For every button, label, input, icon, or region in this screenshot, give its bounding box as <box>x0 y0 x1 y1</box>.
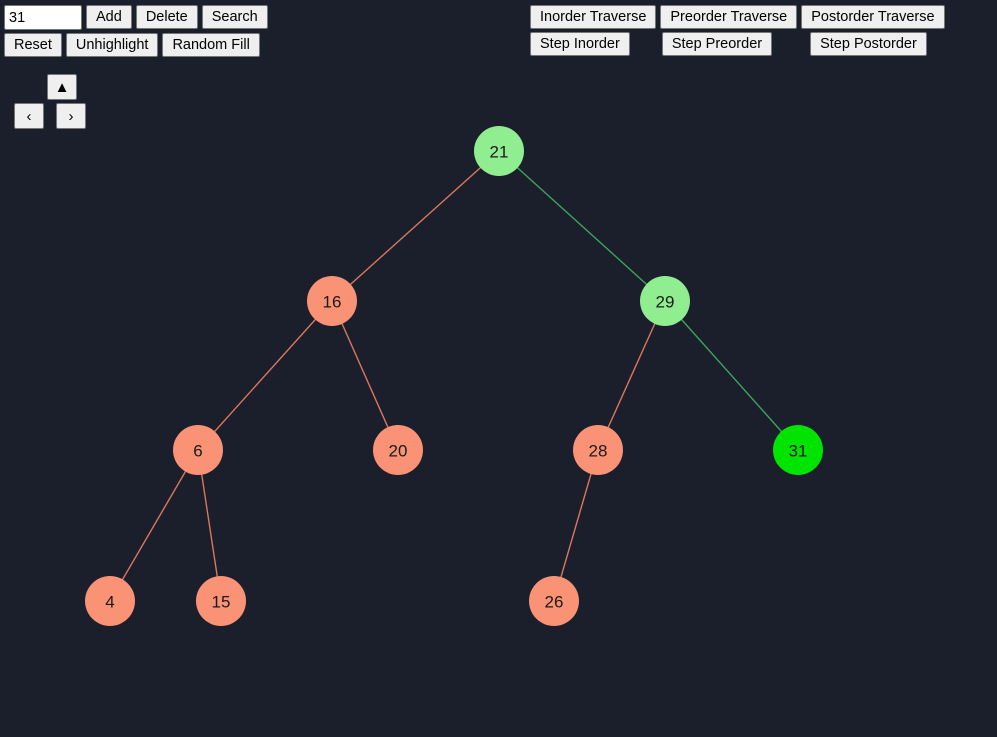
delete-button[interactable]: Delete <box>135 5 198 29</box>
nav-left-icon-button[interactable]: ‹ <box>14 103 44 129</box>
traversal-toolbar: Inorder Traverse Preorder Traverse Posto… <box>530 5 995 59</box>
nav-left-right-row: ‹ › <box>14 103 104 129</box>
postorder-traverse-button[interactable]: Postorder Traverse <box>801 5 945 29</box>
reset-button[interactable]: Reset <box>4 33 62 57</box>
tree-node-circle[interactable] <box>773 425 823 475</box>
tree-node[interactable]: 16 <box>307 276 357 326</box>
tree-edge-layer <box>109 150 799 602</box>
left-toolbar: Add Delete Search Reset Unhighlight Rand… <box>4 5 524 60</box>
step-postorder-button[interactable]: Step Postorder <box>810 32 927 56</box>
tree-node-circle[interactable] <box>307 276 357 326</box>
tree-node[interactable]: 28 <box>573 425 623 475</box>
preorder-traverse-button[interactable]: Preorder Traverse <box>660 5 798 29</box>
tree-node-circle[interactable] <box>196 576 246 626</box>
toolbar-row-secondary: Reset Unhighlight Random Fill <box>4 33 524 57</box>
tree-node-circle[interactable] <box>85 576 135 626</box>
tree-node[interactable]: 21 <box>474 126 524 176</box>
camera-nav-pad: ▲ ‹ › <box>14 74 104 129</box>
unhighlight-button[interactable]: Unhighlight <box>65 33 159 57</box>
tree-node-circle[interactable] <box>529 576 579 626</box>
tree-edge <box>197 300 333 451</box>
tree-node[interactable]: 15 <box>196 576 246 626</box>
tree-node[interactable]: 20 <box>373 425 423 475</box>
tree-edge <box>664 300 799 451</box>
nav-up-icon-button[interactable]: ▲ <box>47 74 77 100</box>
tree-edge <box>498 150 666 302</box>
tree-node-circle[interactable] <box>474 126 524 176</box>
tree-node-circle[interactable] <box>373 425 423 475</box>
tree-node-circle[interactable] <box>173 425 223 475</box>
toolbar-row-primary: Add Delete Search <box>4 5 524 30</box>
tree-node[interactable]: 29 <box>640 276 690 326</box>
value-input[interactable] <box>4 5 82 30</box>
traversal-row-step: Step Inorder Step Preorder Step Postorde… <box>530 32 995 56</box>
traversal-row-full: Inorder Traverse Preorder Traverse Posto… <box>530 5 995 29</box>
tree-node[interactable]: 26 <box>529 576 579 626</box>
tree-node[interactable]: 31 <box>773 425 823 475</box>
search-button[interactable]: Search <box>201 5 268 29</box>
step-preorder-button[interactable]: Step Preorder <box>661 32 773 56</box>
step-inorder-button[interactable]: Step Inorder <box>530 32 630 56</box>
tree-edge <box>331 150 500 302</box>
nav-right-icon-button[interactable]: › <box>56 103 86 129</box>
nav-up-row: ▲ <box>14 74 104 100</box>
tree-edge <box>109 449 199 602</box>
add-button[interactable]: Add <box>86 5 132 29</box>
random-fill-button[interactable]: Random Fill <box>162 33 260 57</box>
inorder-traverse-button[interactable]: Inorder Traverse <box>530 5 657 29</box>
tree-node-circle[interactable] <box>573 425 623 475</box>
tree-node[interactable]: 4 <box>85 576 135 626</box>
tree-node-circle[interactable] <box>640 276 690 326</box>
tree-node[interactable]: 6 <box>173 425 223 475</box>
tree-node-layer: 21 16 29 6 20 28 31 4 15 26 <box>85 126 823 626</box>
